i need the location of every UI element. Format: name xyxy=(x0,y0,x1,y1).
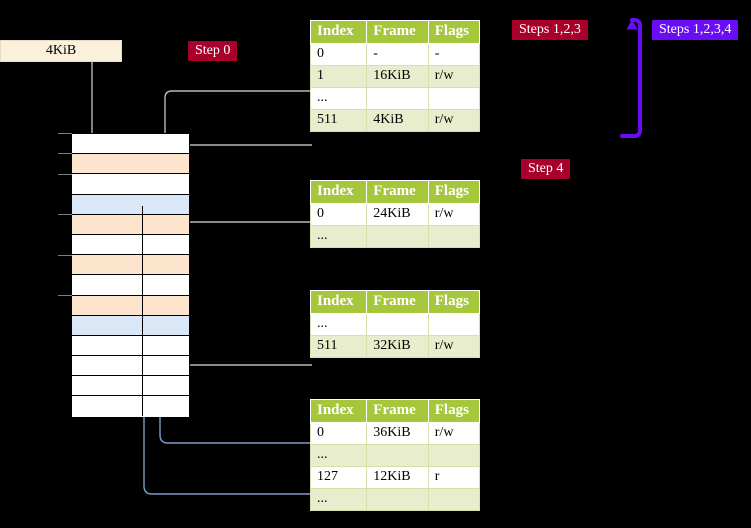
cell-flags: r/w xyxy=(427,335,481,358)
memory-row xyxy=(72,315,189,336)
page-table-level-1: Index Frame Flags 0 24KiB r/w ... xyxy=(309,180,481,248)
cell-frame: 4KiB xyxy=(366,109,429,132)
cell-frame xyxy=(366,488,429,511)
column-header-index: Index xyxy=(309,180,368,204)
column-header-flags: Flags xyxy=(427,20,481,44)
table-header-row: Index Frame Flags xyxy=(309,180,481,204)
table-row: 1 16KiB r/w xyxy=(309,65,481,88)
column-header-frame: Frame xyxy=(366,20,429,44)
cell-frame xyxy=(366,87,429,110)
cell-index: 1 xyxy=(309,65,368,88)
cell-frame: 12KiB xyxy=(366,466,429,489)
memory-tick xyxy=(58,255,72,256)
table-row: ... xyxy=(309,225,481,248)
violet-bracket-arrow xyxy=(620,18,642,138)
cell-frame xyxy=(366,225,429,248)
memory-row xyxy=(72,194,189,215)
cell-flags xyxy=(427,87,481,110)
cell-index: 0 xyxy=(309,43,368,66)
memory-tick xyxy=(58,133,72,134)
memory-row xyxy=(72,134,189,155)
cell-flags xyxy=(427,313,481,336)
table-row: 0 - - xyxy=(309,43,481,66)
cell-index: 127 xyxy=(309,466,368,489)
page-table-level-0: Index Frame Flags 0 - - 1 16KiB r/w ... xyxy=(309,20,481,132)
cell-frame: 24KiB xyxy=(366,203,429,226)
cell-index: ... xyxy=(309,225,368,248)
table-row: 127 12KiB r xyxy=(309,466,481,489)
cell-frame xyxy=(366,444,429,467)
memory-row xyxy=(72,234,189,256)
memory-row xyxy=(72,154,189,175)
cell-flags xyxy=(427,444,481,467)
cell-index: 511 xyxy=(309,109,368,132)
cell-index: 0 xyxy=(309,203,368,226)
table-row: ... xyxy=(309,313,481,336)
cell-frame: 16KiB xyxy=(366,65,429,88)
table-header-row: Index Frame Flags xyxy=(309,399,481,423)
memory-row xyxy=(72,356,189,377)
memory-tick xyxy=(58,174,72,175)
memory-row xyxy=(72,275,189,296)
cell-flags: r/w xyxy=(427,109,481,132)
frame-4kib-box: 4KiB xyxy=(0,40,122,62)
badge-steps-1234: Steps 1,2,3,4 xyxy=(652,20,739,40)
cell-flags: - xyxy=(427,43,481,66)
table-row: ... xyxy=(309,488,481,511)
cell-frame xyxy=(366,313,429,336)
cell-flags xyxy=(427,488,481,511)
memory-tick xyxy=(58,153,72,154)
column-header-flags: Flags xyxy=(427,399,481,423)
column-header-frame: Frame xyxy=(366,180,429,204)
physical-memory-column xyxy=(71,133,190,417)
page-table-level-3: Index Frame Flags 0 36KiB r/w ... 127 12… xyxy=(309,399,481,511)
badge-steps-123: Steps 1,2,3 xyxy=(512,20,588,40)
memory-tick xyxy=(58,295,72,296)
table-row: 0 36KiB r/w xyxy=(309,422,481,445)
table-row: ... xyxy=(309,444,481,467)
column-header-frame: Frame xyxy=(366,399,429,423)
cell-flags: r xyxy=(427,466,481,489)
memory-row xyxy=(72,295,189,316)
table-header-row: Index Frame Flags xyxy=(309,290,481,314)
memory-row xyxy=(72,255,189,276)
column-header-index: Index xyxy=(309,290,368,314)
cell-flags: r/w xyxy=(427,65,481,88)
column-header-flags: Flags xyxy=(427,290,481,314)
memory-row xyxy=(72,214,189,235)
cell-frame: 36KiB xyxy=(366,422,429,445)
column-header-index: Index xyxy=(309,20,368,44)
table-row: 511 32KiB r/w xyxy=(309,335,481,358)
memory-row xyxy=(72,376,189,397)
cell-flags xyxy=(427,225,481,248)
memory-row xyxy=(72,396,189,417)
cell-index: 511 xyxy=(309,335,368,358)
cell-index: ... xyxy=(309,488,368,511)
cell-flags: r/w xyxy=(427,203,481,226)
column-header-frame: Frame xyxy=(366,290,429,314)
column-header-index: Index xyxy=(309,399,368,423)
badge-step-0: Step 0 xyxy=(188,41,238,61)
cell-index: 0 xyxy=(309,422,368,445)
cell-index: ... xyxy=(309,87,368,110)
memory-tick xyxy=(58,214,72,215)
table-header-row: Index Frame Flags xyxy=(309,20,481,44)
table-row: ... xyxy=(309,87,481,110)
page-table-level-2: Index Frame Flags ... 511 32KiB r/w xyxy=(309,290,481,358)
cell-index: ... xyxy=(309,313,368,336)
cell-frame: 32KiB xyxy=(366,335,429,358)
table-row: 511 4KiB r/w xyxy=(309,109,481,132)
column-header-flags: Flags xyxy=(427,180,481,204)
memory-column-divider xyxy=(142,206,143,416)
cell-flags: r/w xyxy=(427,422,481,445)
cell-index: ... xyxy=(309,444,368,467)
table-row: 0 24KiB r/w xyxy=(309,203,481,226)
memory-row xyxy=(72,335,189,357)
memory-row xyxy=(72,174,189,195)
badge-step-4: Step 4 xyxy=(521,159,571,179)
cell-frame: - xyxy=(366,43,429,66)
